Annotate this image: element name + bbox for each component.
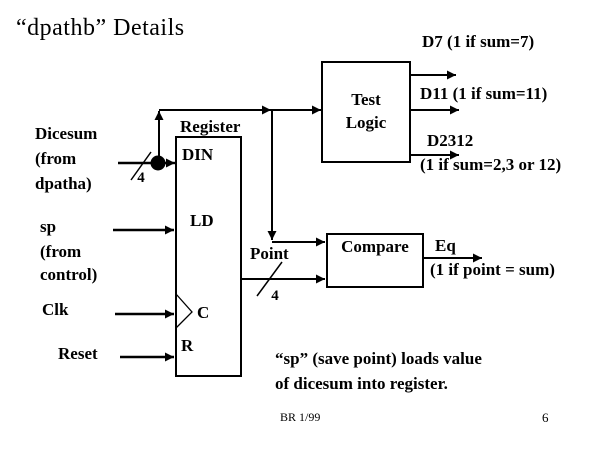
test-logic-title-line1: Test [351,90,381,110]
sp-label-line3: control) [40,265,98,284]
clock-edge-triangle [175,293,193,329]
dicesum-label-line1: Dicesum [35,124,98,143]
register-port-ld: LD [190,211,214,230]
d2312-output-note: (1 if sum=2,3 or 12) [420,155,562,174]
register-port-c: C [197,303,210,322]
page-title: “dpathb” Details [16,15,185,41]
junction-dot [150,155,166,171]
d2312-output-label: D2312 [427,131,474,150]
dicesum-label-line2: (from [35,149,77,168]
dicesum-label-line3: dpatha) [35,174,92,193]
caption-line1: “sp” (save point) loads value [275,349,482,368]
register-port-r: R [181,336,194,355]
register-title: Register [180,117,241,136]
d11-output-label: D11 (1 if sum=11) [420,84,548,103]
compare-title: Compare [341,237,409,256]
test-logic-title-line2: Logic [345,113,387,132]
point-bus-width: 4 [271,288,279,304]
reset-label: Reset [58,344,98,363]
compare-box [326,233,424,288]
dicesum-bus-width: 4 [137,170,145,186]
test-logic-title: Test Logic [322,62,410,162]
point-bus-slash [256,261,283,297]
sp-label-line2: (from [40,242,82,261]
d7-output-label: D7 (1 if sum=7) [422,32,535,51]
page-number: 6 [542,410,549,425]
eq-output-label: Eq [435,236,456,255]
clk-label: Clk [42,300,69,319]
caption-line2: of dicesum into register. [275,374,448,393]
dicesum-bus-slash [130,151,152,181]
footer-credit: BR 1/99 [280,410,321,424]
eq-output-note: (1 if point = sum) [430,260,555,279]
sp-label-line1: sp [40,217,57,236]
register-port-din: DIN [182,145,214,164]
test-logic-box [321,61,411,163]
register-box [175,136,242,377]
point-label: Point [250,244,289,263]
